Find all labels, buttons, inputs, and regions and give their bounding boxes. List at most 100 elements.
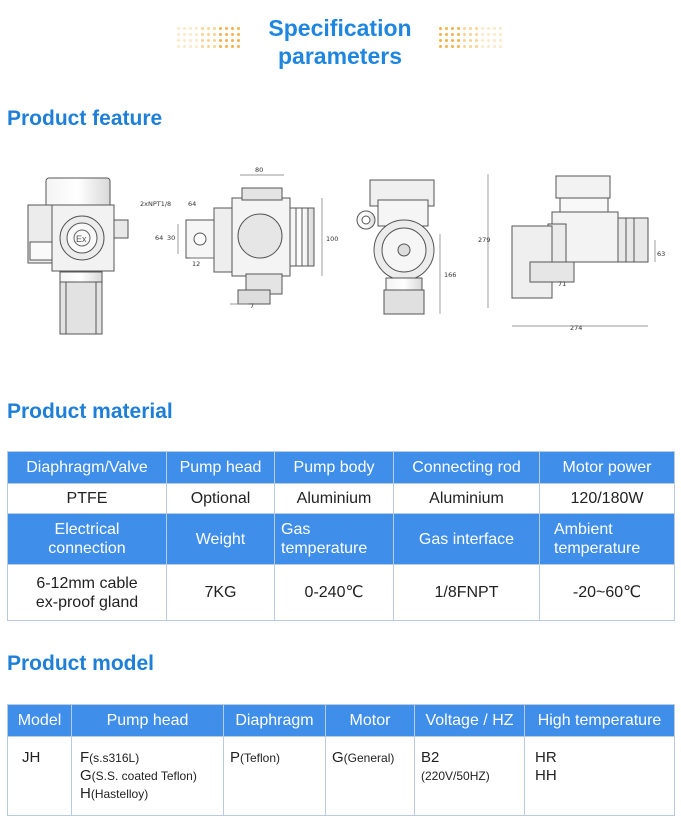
model-header-cell: High temperature: [524, 704, 675, 737]
decor-dot: [493, 39, 496, 42]
decor-dot: [219, 39, 222, 42]
decor-dot: [481, 27, 484, 30]
model-header-cell: Motor: [325, 704, 415, 737]
decor-dot: [183, 45, 186, 48]
high-temp-cell: HR HH: [524, 736, 675, 816]
decor-dot: [225, 39, 228, 42]
decor-dot: [231, 33, 234, 36]
decor-dot: [207, 33, 210, 36]
decor-dot: [463, 27, 466, 30]
decor-dot: [439, 45, 442, 48]
decor-dot: [201, 27, 204, 30]
pump-head-cell: F(s.s316L) G(S.S. coated Teflon) H(Haste…: [71, 736, 224, 816]
isometric-view-drawing: [511, 175, 649, 299]
material-value-cell: -20~60℃: [539, 564, 675, 621]
decor-dot: [231, 39, 234, 42]
model-table: Model Pump head Diaphragm Motor Voltage …: [7, 704, 675, 816]
dim-64-top: 64: [188, 200, 196, 208]
decor-dot: [457, 39, 460, 42]
material-header-cell: Pump head: [166, 451, 275, 484]
dim-100: 100: [326, 235, 338, 243]
model-header-row: Model Pump head Diaphragm Motor Voltage …: [7, 704, 675, 737]
dim-64-left: 64: [155, 234, 163, 242]
decor-dot: [469, 27, 472, 30]
model-code: JH: [22, 749, 41, 766]
decor-dot: [445, 33, 448, 36]
decor-dot: [457, 33, 460, 36]
decor-dot: [195, 27, 198, 30]
decor-dot: [219, 33, 222, 36]
decor-dot: [237, 33, 240, 36]
section-title-feature: Product feature: [7, 107, 163, 130]
decor-dot: [493, 45, 496, 48]
right-dot-pattern: [438, 26, 504, 50]
decor-dot: [487, 33, 490, 36]
decor-dot: [439, 27, 442, 30]
material-value-cell: PTFE: [7, 483, 167, 514]
material-header-cell: Connecting rod: [393, 451, 540, 484]
decor-dot: [195, 45, 198, 48]
section-title-model: Product model: [7, 652, 155, 675]
decor-dot: [177, 45, 180, 48]
decor-dot: [451, 33, 454, 36]
dim-12: 12: [192, 260, 200, 268]
decor-dot: [189, 33, 192, 36]
material-header-cell: Pump body: [274, 451, 394, 484]
decor-dot: [225, 45, 228, 48]
decor-dot: [225, 33, 228, 36]
ex-mark: Ex: [76, 234, 87, 244]
decor-dot: [201, 45, 204, 48]
decor-dot: [207, 39, 210, 42]
pump-head-option: F(s.s316L): [80, 749, 140, 766]
decor-dot: [213, 27, 216, 30]
material-header-cell: Motor power: [539, 451, 675, 484]
decor-dot: [237, 45, 240, 48]
model-value-row: JH F(s.s316L) G(S.S. coated Teflon) H(Ha…: [7, 736, 675, 816]
decor-dot: [445, 45, 448, 48]
decor-dot: [493, 27, 496, 30]
rear-view-drawing: [356, 179, 435, 315]
model-header-cell: Voltage / HZ: [414, 704, 525, 737]
decor-dot: [183, 39, 186, 42]
dim-npt: 2xNPT1/8: [140, 200, 171, 208]
decor-dot: [189, 39, 192, 42]
decor-dot: [213, 45, 216, 48]
decor-dot: [201, 39, 204, 42]
decor-dot: [231, 27, 234, 30]
pump-head-option: H(Hastelloy): [80, 785, 149, 802]
decor-dot: [237, 39, 240, 42]
dim-274: 274: [570, 324, 582, 332]
decor-dot: [481, 33, 484, 36]
dim-80: 80: [255, 166, 263, 174]
dim-63: 63: [657, 250, 665, 258]
dim-30: 30: [167, 234, 175, 242]
decor-dot: [451, 39, 454, 42]
technical-drawing: Ex 80 2xNPT1/8 64 64 30 12 7 100 166 279…: [27, 166, 665, 335]
decor-dot: [201, 33, 204, 36]
decor-dot: [457, 27, 460, 30]
decor-dot: [207, 45, 210, 48]
material-value-cell: Aluminium: [274, 483, 394, 514]
decor-dot: [451, 27, 454, 30]
decor-dot: [183, 27, 186, 30]
dim-166: 166: [444, 271, 456, 279]
decor-dot: [481, 39, 484, 42]
model-header-cell: Pump head: [71, 704, 224, 737]
decor-dot: [237, 27, 240, 30]
material-value-cell: 7KG: [166, 564, 275, 621]
decor-dot: [475, 39, 478, 42]
decor-dot: [445, 27, 448, 30]
decor-dot: [183, 33, 186, 36]
decor-dot: [219, 45, 222, 48]
decor-dot: [207, 27, 210, 30]
decor-dot: [463, 45, 466, 48]
decor-dot: [457, 45, 460, 48]
left-dot-pattern: [176, 26, 242, 50]
decor-dot: [225, 27, 228, 30]
